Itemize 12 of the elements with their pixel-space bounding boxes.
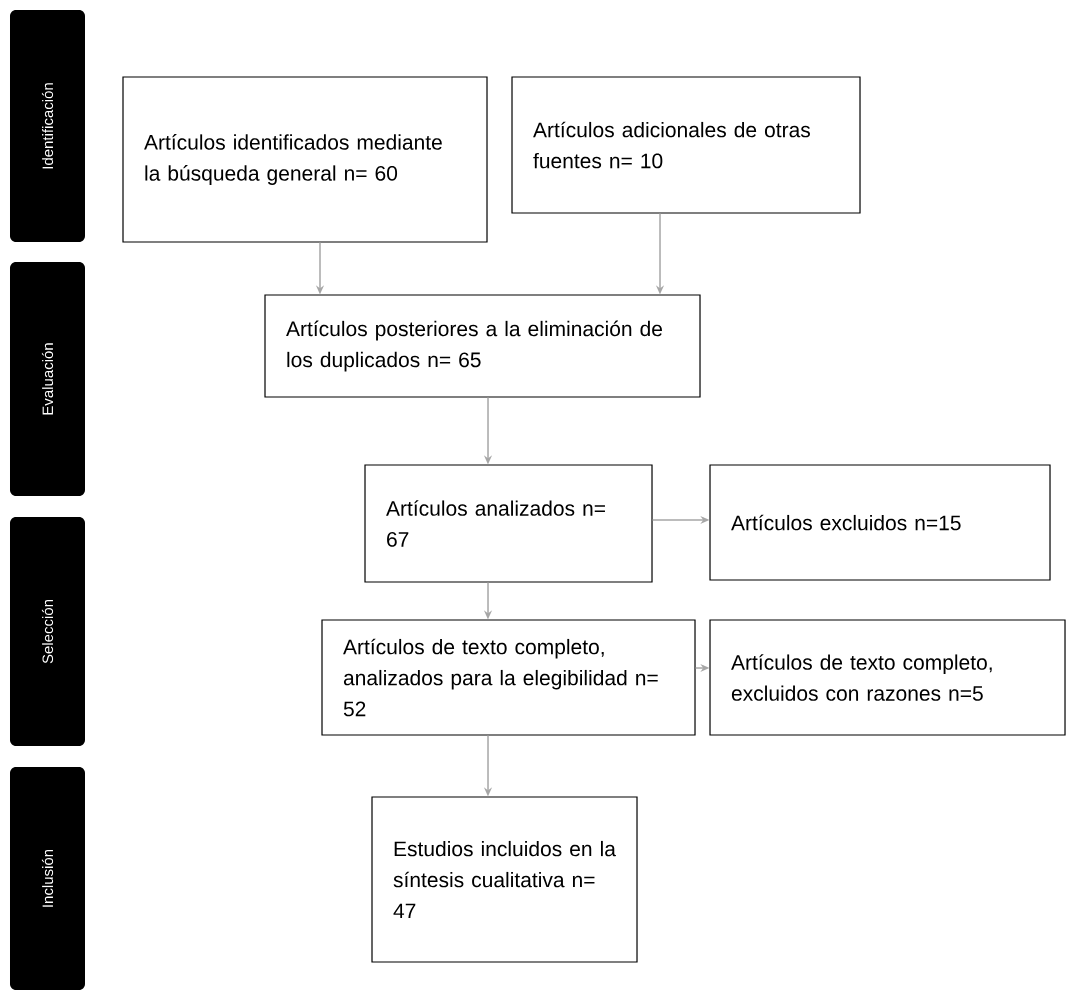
process-box: Artículos identificados mediante la búsqueda general n= 60	[122, 76, 488, 243]
process-box: Artículos analizados n= 67	[364, 464, 653, 583]
process-box: Artículos excluidos n=15	[709, 464, 1051, 581]
process-box: Estudios incluidos en la síntesis cualitativa n= 47	[371, 796, 638, 963]
stage-band: Identificación	[10, 10, 85, 242]
process-box: Artículos de texto completo, analizados para la elegibilidad n= 52	[321, 619, 696, 736]
stage-band: Evaluación	[10, 262, 85, 496]
stage-band: Inclusión	[10, 767, 85, 990]
process-box: Artículos adicionales de otras fuentes n= 10	[511, 76, 861, 214]
process-box: Artículos posteriores a la eliminación de los duplicados n= 65	[264, 294, 701, 398]
process-box: Artículos de texto completo, excluidos con razones n=5	[709, 619, 1066, 736]
stage-band: Selección	[10, 517, 85, 746]
